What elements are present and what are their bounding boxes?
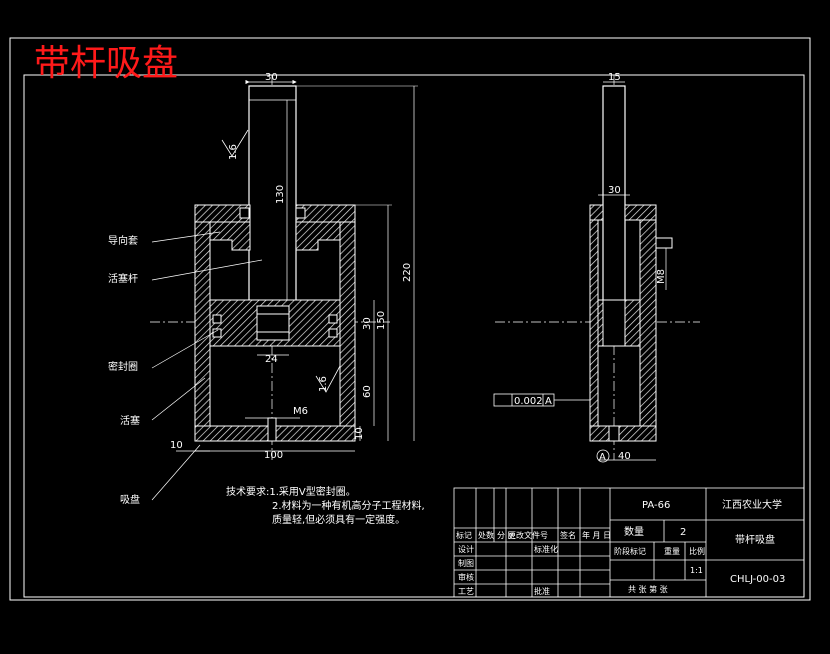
label-seal-ring: 密封圈 xyxy=(108,360,138,373)
title-block xyxy=(453,487,805,598)
tb-weight: 重量 xyxy=(664,546,680,556)
tb-school: 江西农业大学 xyxy=(722,498,782,511)
svg-text:100: 100 xyxy=(264,450,283,461)
label-piston: 活塞 xyxy=(120,414,140,427)
svg-text:A: A xyxy=(545,396,552,407)
left-section-view: 30 220 150 30 60 10 130 24 M6 100 10 1.6… xyxy=(150,72,418,501)
tech-req-line1: 技术要求:1.采用V型密封圈。 xyxy=(226,485,356,498)
tb-part-name: 带杆吸盘 xyxy=(735,533,775,546)
tb-rev-h3: 更改文件号 xyxy=(508,530,548,540)
svg-text:15: 15 xyxy=(608,72,621,83)
tb-rev-h1: 处数 xyxy=(478,530,494,540)
svg-text:130: 130 xyxy=(275,185,286,204)
svg-text:24: 24 xyxy=(265,354,278,365)
tb-drafting: 制图 xyxy=(458,558,474,568)
svg-text:A: A xyxy=(599,452,606,463)
svg-text:M6: M6 xyxy=(293,406,308,417)
inner-frame xyxy=(23,74,805,598)
svg-text:150: 150 xyxy=(376,311,387,330)
label-guide-sleeve: 导向套 xyxy=(108,234,138,247)
tb-material: PA-66 xyxy=(642,500,670,511)
tb-standard: 标准化 xyxy=(534,544,558,554)
tb-scale: 1:1 xyxy=(690,566,703,575)
tb-rev-h5: 年 月 日 xyxy=(582,530,611,540)
svg-text:40: 40 xyxy=(618,451,631,462)
svg-text:0.002: 0.002 xyxy=(514,396,543,407)
svg-text:220: 220 xyxy=(402,263,413,282)
svg-text:30: 30 xyxy=(265,72,278,83)
tb-qty: 2 xyxy=(680,527,686,538)
tb-review: 审核 xyxy=(458,572,474,582)
tb-rev-h4: 签名 xyxy=(560,530,576,540)
svg-text:1.6: 1.6 xyxy=(228,144,239,160)
tb-rev-h2: 分 区 xyxy=(497,531,516,540)
tb-scale-label: 比例 xyxy=(689,546,705,556)
svg-text:10: 10 xyxy=(354,427,365,440)
tb-rev-h0: 标记 xyxy=(456,530,472,540)
label-suction-cup: 吸盘 xyxy=(120,493,140,506)
tb-design: 设计 xyxy=(458,544,474,554)
svg-text:10: 10 xyxy=(170,440,183,451)
tb-process: 工艺 xyxy=(458,587,474,596)
tb-drawing-no: CHLJ-00-03 xyxy=(730,574,785,585)
tech-req-line2: 2.材料为一种有机高分子工程材料, xyxy=(272,499,425,512)
svg-text:30: 30 xyxy=(608,185,621,196)
svg-text:60: 60 xyxy=(362,385,373,398)
tb-sheets: 共 张 第 张 xyxy=(628,584,668,594)
svg-text:M8: M8 xyxy=(656,269,667,284)
outer-frame xyxy=(9,37,811,601)
tb-qty-label: 数量 xyxy=(624,525,644,538)
tech-req-line3: 质量轻,但必须具有一定强度。 xyxy=(272,513,405,526)
drawing-title: 带杆吸盘 xyxy=(34,43,178,84)
svg-text:1.6: 1.6 xyxy=(318,376,329,392)
right-side-view: 15 30 M8 40 A 0.002 A xyxy=(493,72,700,463)
tb-stage: 阶段标记 xyxy=(614,546,646,556)
svg-text:30: 30 xyxy=(362,317,373,330)
tb-approve: 批准 xyxy=(534,586,550,596)
label-piston-rod: 活塞杆 xyxy=(108,272,138,285)
